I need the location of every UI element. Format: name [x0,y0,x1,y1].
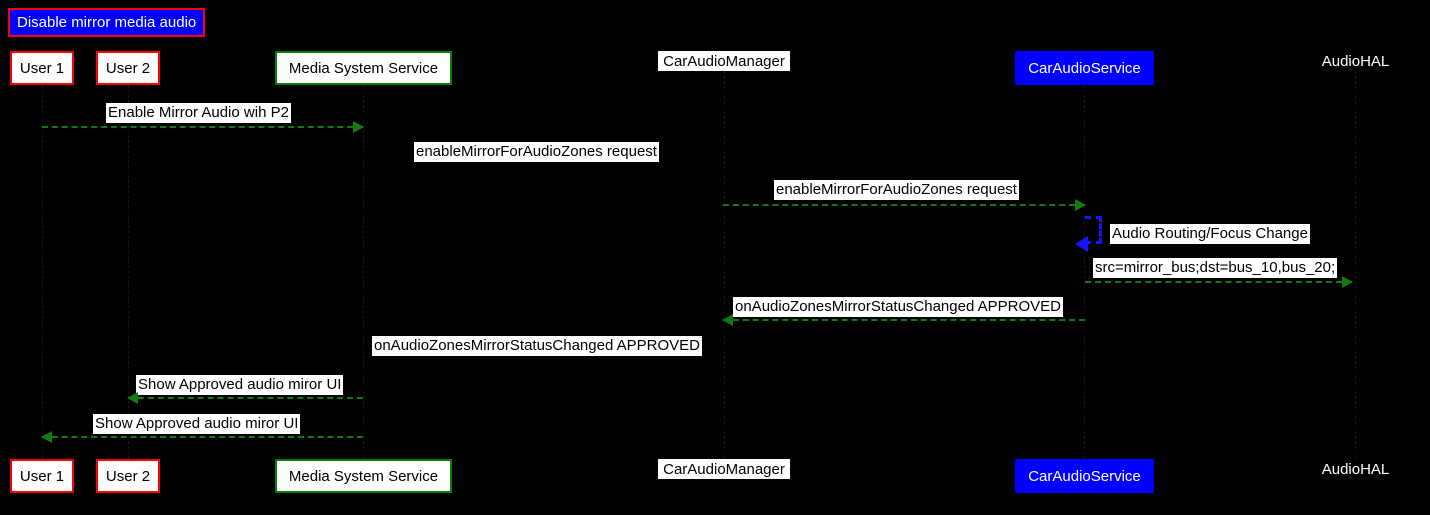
message-arrowhead-m3 [1075,199,1086,211]
participant-cas-bottom: CarAudioService [1015,459,1154,493]
participant-label: CarAudioService [1028,59,1141,77]
message-line-m1 [42,126,363,128]
participant-hal-bottom: AudioHAL [1310,459,1401,479]
message-arrowhead-m5 [1342,276,1353,288]
participant-label: User 1 [19,467,65,485]
participant-user1-top: User 1 [10,51,74,85]
participant-label: AudioHAL [1321,460,1390,478]
message-arrowhead-m6 [722,314,733,326]
participant-label: AudioHAL [1321,52,1390,70]
lifeline-hal [1355,71,1357,459]
participant-cas-top: CarAudioService [1015,51,1154,85]
message-label-m1: Enable Mirror Audio wih P2 [106,103,291,123]
lifeline-cam [724,71,726,459]
message-arrowhead-m9 [41,431,52,443]
participant-user2-bottom: User 2 [96,459,160,493]
lifeline-mss [363,85,365,459]
participant-mss-top: Media System Service [275,51,452,85]
message-label-m4: Audio Routing/Focus Change [1110,224,1310,244]
participant-label: CarAudioManager [663,52,785,70]
message-label-m6: onAudioZonesMirrorStatusChanged APPROVED [733,297,1064,317]
message-label-m8: Show Approved audio miror UI [136,375,344,395]
participant-label: User 2 [105,467,151,485]
participant-user1-bottom: User 1 [10,459,74,493]
message-label-m9: Show Approved audio miror UI [93,414,301,434]
self-loop-m4 [1085,216,1102,244]
message-arrowhead-m1 [353,121,364,133]
message-label-m5: src=mirror_bus;dst=bus_10,bus_20; [1093,258,1338,278]
message-line-m6 [723,319,1085,321]
message-arrowhead-m8 [127,392,138,404]
participant-label: CarAudioManager [663,460,785,478]
participant-mss-bottom: Media System Service [275,459,452,493]
participant-cam-bottom: CarAudioManager [658,459,790,479]
lifeline-cas [1084,85,1086,459]
message-line-m8 [128,397,363,399]
message-line-m5 [1085,281,1352,283]
lifeline-user1 [42,85,44,459]
self-loop-arrowhead-m4 [1075,236,1088,252]
message-line-m3 [723,204,1085,206]
message-label-m3: enableMirrorForAudioZones request [774,180,1019,200]
participant-hal-top: AudioHAL [1310,51,1401,71]
participant-label: User 2 [105,59,151,77]
message-line-m9 [42,436,363,438]
participant-label: CarAudioService [1028,467,1141,485]
participant-label: Media System Service [288,59,439,77]
message-label-m7: onAudioZonesMirrorStatusChanged APPROVED [372,336,703,356]
participant-label: Media System Service [288,467,439,485]
message-label-m2: enableMirrorForAudioZones request [414,142,659,162]
lifeline-user2 [128,85,130,459]
diagram-title-box: Disable mirror media audio [8,8,206,37]
participant-user2-top: User 2 [96,51,160,85]
participant-label: User 1 [19,59,65,77]
participant-cam-top: CarAudioManager [658,51,790,71]
